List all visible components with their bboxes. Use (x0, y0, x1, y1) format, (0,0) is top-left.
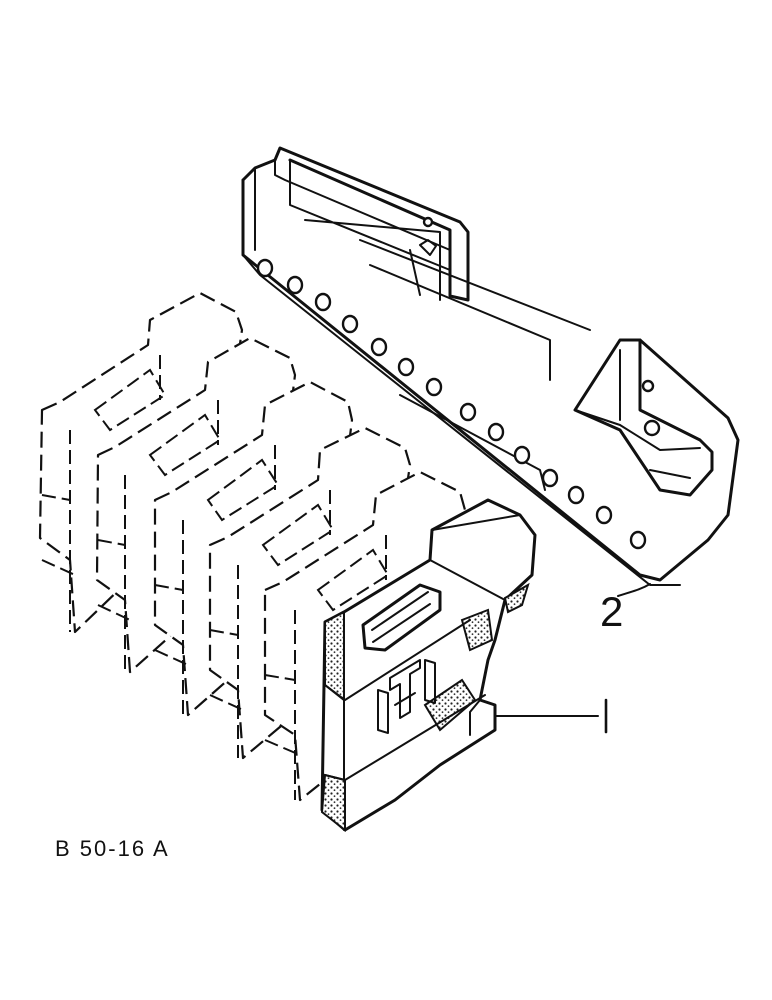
callout-1-label: 1 (600, 717, 609, 734)
front-weight (320, 498, 537, 833)
weight-bracket (241, 146, 740, 586)
ih-logo (377, 659, 436, 734)
bracket-holes (256, 258, 647, 550)
drawing-code: B 50-16 A (55, 836, 170, 861)
callout-2-group: 2 (600, 583, 651, 635)
callout-1-group: 1 (494, 698, 609, 734)
callout-2-label: 2 (600, 588, 623, 635)
